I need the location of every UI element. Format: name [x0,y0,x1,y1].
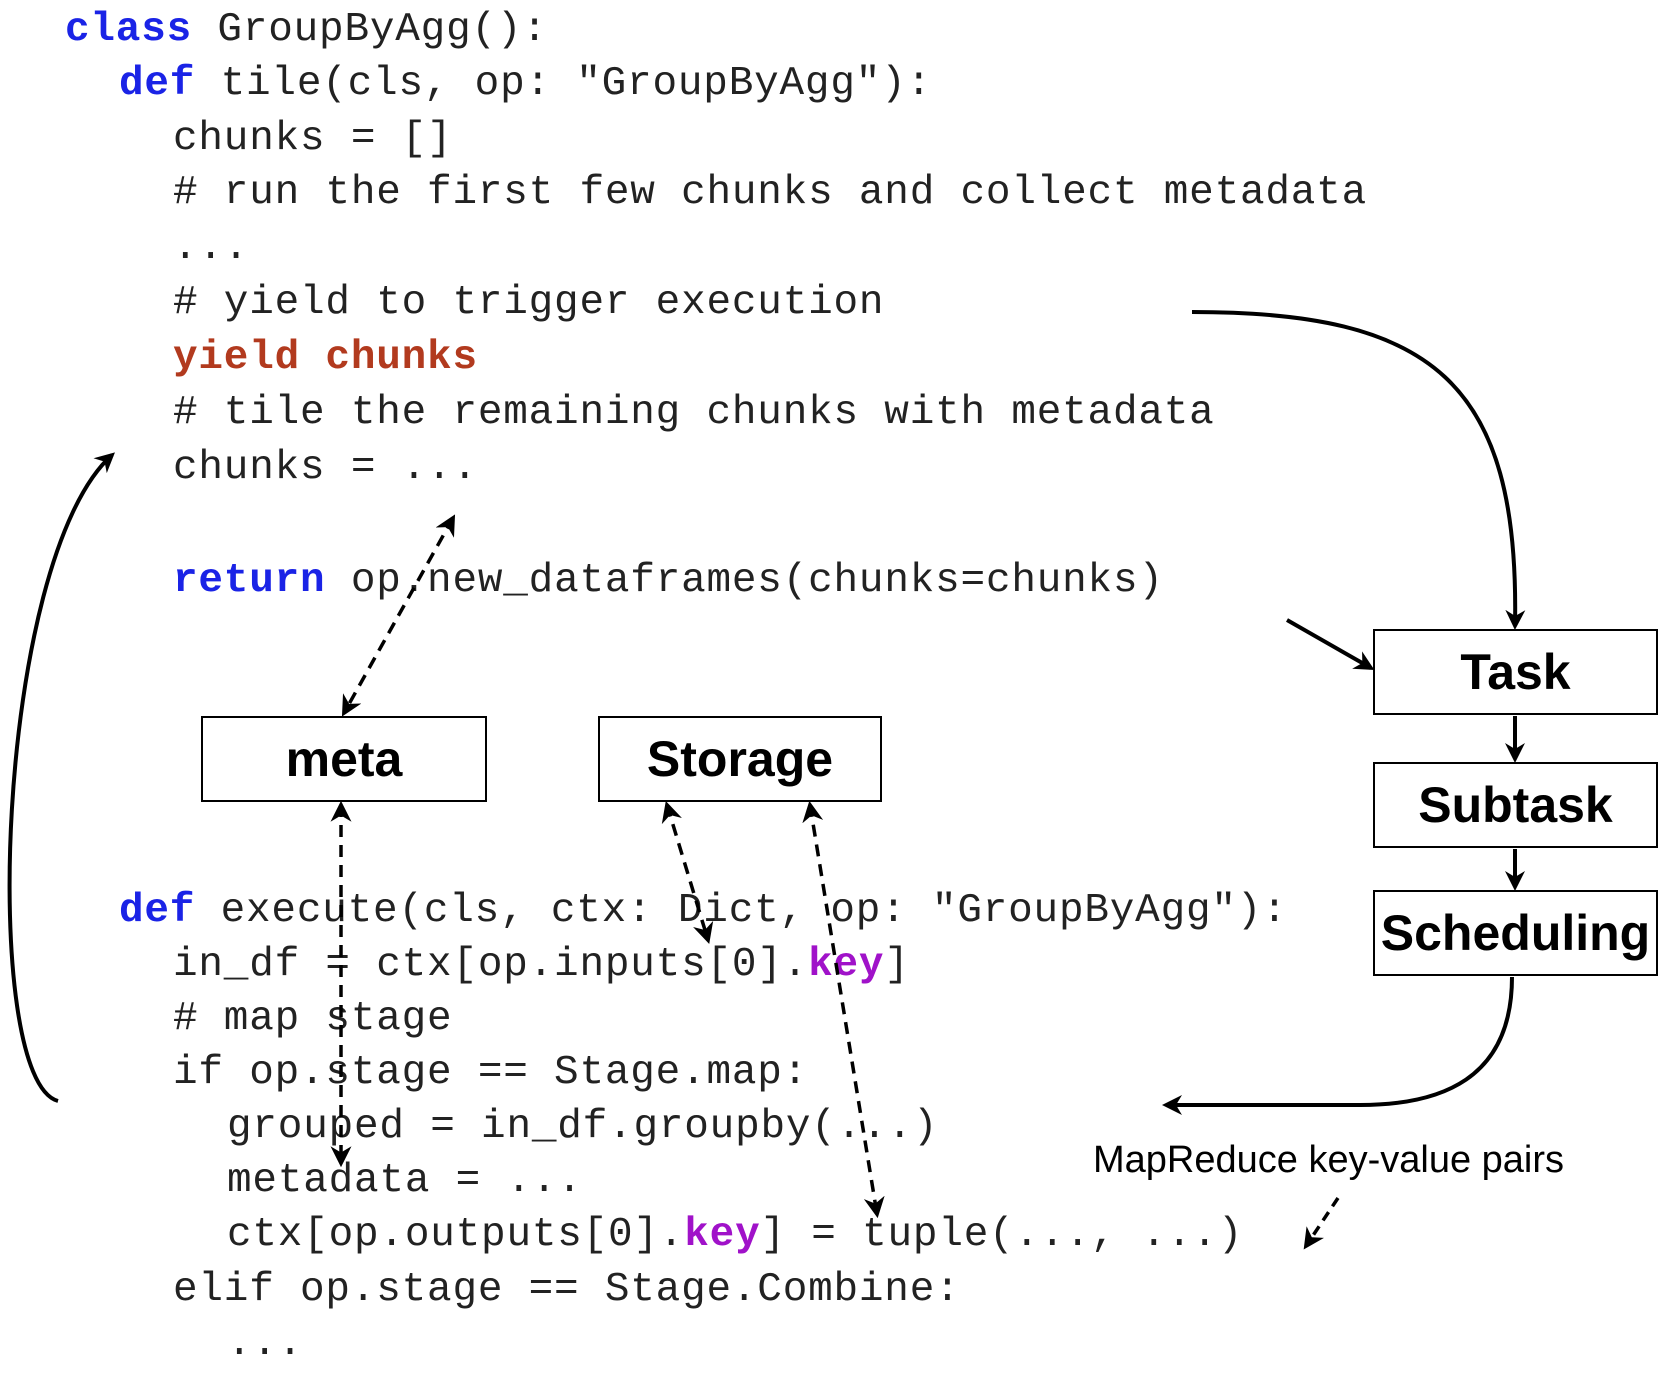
scheduling-box: Scheduling [1373,890,1658,976]
code-ellipsis: ... [173,225,250,271]
code-line-def-tile: def tile(cls, op: "GroupByAgg"): [119,56,932,112]
class-name: GroupByAgg(): [192,7,548,53]
key-attr-output: key [684,1212,761,1258]
storage-box: Storage [598,716,882,802]
code-yield-chunks: yield chunks [173,335,478,381]
storage-input-dashed-arrow [661,800,714,945]
tuple-assign: ] = tuple(..., ...) [760,1212,1244,1258]
code-comment-run-chunks: # run the first few chunks and collect m… [173,170,1367,216]
keyword-def: def [119,61,196,107]
code-ellipsis-end: ... [227,1321,304,1367]
code-line-ctx-outputs: ctx[op.outputs[0].key] = tuple(..., ...) [227,1207,1243,1263]
keyword-def-execute: def [119,888,196,934]
task-box: Task [1373,629,1658,715]
mapreduce-caption: MapReduce key-value pairs [1093,1139,1565,1181]
yield-to-task-arrow [1191,310,1526,630]
code-line-chunks-init: chunks = [] [173,116,453,162]
subtask-box: Subtask [1373,762,1658,848]
scheduling-to-execute-arrow [1162,976,1514,1115]
keyword-return: return [173,558,326,604]
tile-signature: tile(cls, op: "GroupByAgg"): [195,61,932,107]
pairs-to-tuple-dashed-arrow [1303,1197,1340,1250]
code-line-class: class GroupByAgg(): [65,2,548,58]
code-comment-yield: # yield to trigger execution [173,280,885,326]
ctx-outputs-expr: ctx[op.outputs[0]. [227,1212,685,1258]
storage-output-dashed-arrow [802,800,885,1219]
in-df-bracket: ] [884,942,910,988]
chunks-meta-dashed-arrow [341,514,456,717]
code-chunks-assign: chunks = ... [173,445,478,491]
code-comment-tile-remaining: # tile the remaining chunks with metadat… [173,390,1215,436]
return-to-task-arrow [1286,618,1375,670]
meta-box: meta [201,716,487,802]
code-elif-combine: elif op.stage == Stage.Combine: [173,1267,961,1313]
code-metadata: metadata = ... [227,1158,583,1204]
loop-back-arrow [7,452,115,1103]
keyword-class: class [65,7,193,53]
return-expression: op.new_dataframes(chunks=chunks) [325,558,1164,604]
code-line-return: return op.new_dataframes(chunks=chunks) [173,553,1164,609]
